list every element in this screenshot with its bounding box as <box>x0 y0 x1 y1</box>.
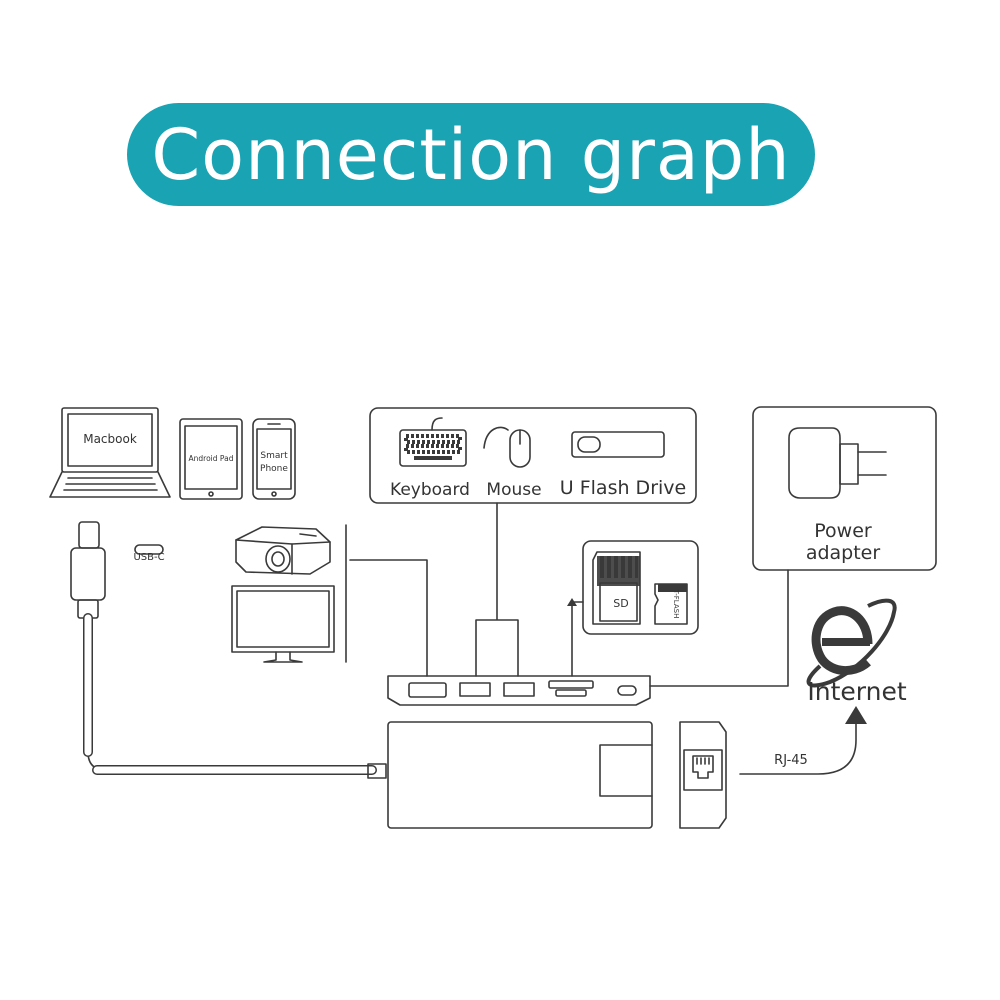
peripherals-box <box>369 407 697 504</box>
tf-contacts <box>658 584 687 592</box>
rj45-link <box>739 719 857 775</box>
page-title: Connection graph <box>151 113 791 196</box>
flash-drive-icon <box>571 431 665 458</box>
phone-label-line2: Phone <box>260 464 288 474</box>
laptop-label: Macbook <box>83 432 137 446</box>
ethernet-port-icon <box>679 721 727 829</box>
usb-link <box>475 502 519 677</box>
projector-icon <box>235 526 331 575</box>
card-reader-box <box>582 540 699 635</box>
monitor-icon <box>231 585 335 663</box>
internet-explorer-icon <box>806 598 897 688</box>
mouse-label: Mouse <box>486 480 541 500</box>
usb-c-plug-icon <box>70 521 387 779</box>
power-adapter-icon <box>788 427 887 499</box>
keyboard-icon <box>399 417 467 467</box>
phone-label-line1: Smart <box>260 451 288 461</box>
flash-drive-label: U Flash Drive <box>560 477 686 499</box>
sd-contacts <box>597 556 640 586</box>
hdmi-link <box>345 524 428 677</box>
keyboard-label: Keyboard <box>390 480 470 500</box>
tf-label: T-FLASH <box>672 589 680 619</box>
title-banner: Connection graph <box>127 103 815 206</box>
laptop-icon <box>49 407 171 498</box>
power-link <box>649 569 789 687</box>
power-label-line1: Power <box>814 520 872 542</box>
usb-c-port-icon <box>134 544 164 555</box>
keyboard-keys <box>404 434 462 460</box>
power-adapter-box <box>752 406 937 571</box>
phone-icon <box>252 418 296 500</box>
tablet-icon <box>179 418 243 500</box>
power-label-line2: adapter <box>806 542 881 564</box>
card-link <box>571 601 584 677</box>
rj45-label: RJ-45 <box>774 753 808 768</box>
tablet-label: Android Pad <box>189 454 234 463</box>
mouse-icon <box>483 426 531 468</box>
sd-label: SD <box>613 597 628 610</box>
usb-c-label: USB-C <box>133 552 164 563</box>
arrow-head <box>845 706 867 724</box>
usb-hub-icon <box>387 675 653 829</box>
internet-label: Internet <box>807 677 906 706</box>
